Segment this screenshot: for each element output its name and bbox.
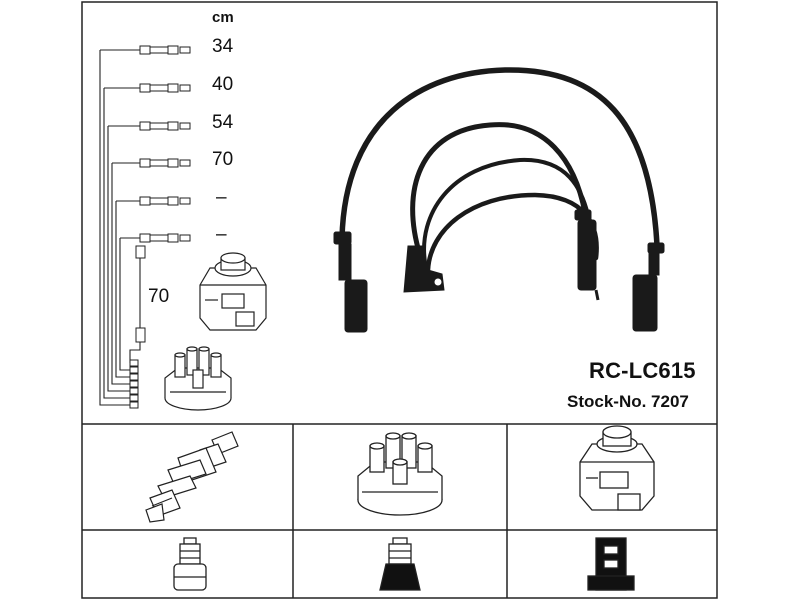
cap-terminal-stubs bbox=[129, 359, 139, 409]
connector-row-5 bbox=[139, 196, 191, 206]
length-label-5: – bbox=[216, 187, 227, 208]
panel-frame bbox=[81, 1, 718, 599]
ignition-leads-illustration bbox=[339, 67, 660, 273]
lead-boots bbox=[333, 209, 665, 333]
length-label-6: – bbox=[216, 224, 227, 245]
stock-number: Stock-No. 7207 bbox=[567, 392, 689, 411]
distributor-cap-small-icon bbox=[164, 346, 232, 411]
plug-boot-profile-icon bbox=[173, 537, 207, 591]
coil-boot-profile-icon bbox=[587, 537, 635, 591]
ignition-coil-icon bbox=[579, 425, 655, 511]
coil-lead-connectors bbox=[135, 245, 146, 343]
cap-boot-profile-icon bbox=[379, 537, 421, 591]
lead-terminals bbox=[433, 277, 600, 301]
spark-plug-icon bbox=[145, 431, 239, 523]
length-label-3: 54 bbox=[212, 112, 234, 133]
connector-row-1 bbox=[139, 45, 191, 55]
ignition-coil-small-icon bbox=[199, 252, 267, 331]
connector-row-4 bbox=[139, 158, 191, 168]
connector-row-3 bbox=[139, 121, 191, 131]
length-label-2: 40 bbox=[212, 74, 234, 95]
length-label-1: 34 bbox=[212, 36, 234, 57]
connector-row-2 bbox=[139, 83, 191, 93]
lead-length-schematic bbox=[99, 49, 141, 406]
connector-row-6 bbox=[139, 233, 191, 243]
distributor-cap-icon bbox=[357, 432, 443, 516]
product-code: RC-LC615 bbox=[589, 358, 696, 383]
unit-label: cm bbox=[212, 9, 234, 26]
coil-lead-length-label: 70 bbox=[148, 286, 170, 307]
length-label-4: 70 bbox=[212, 149, 234, 170]
